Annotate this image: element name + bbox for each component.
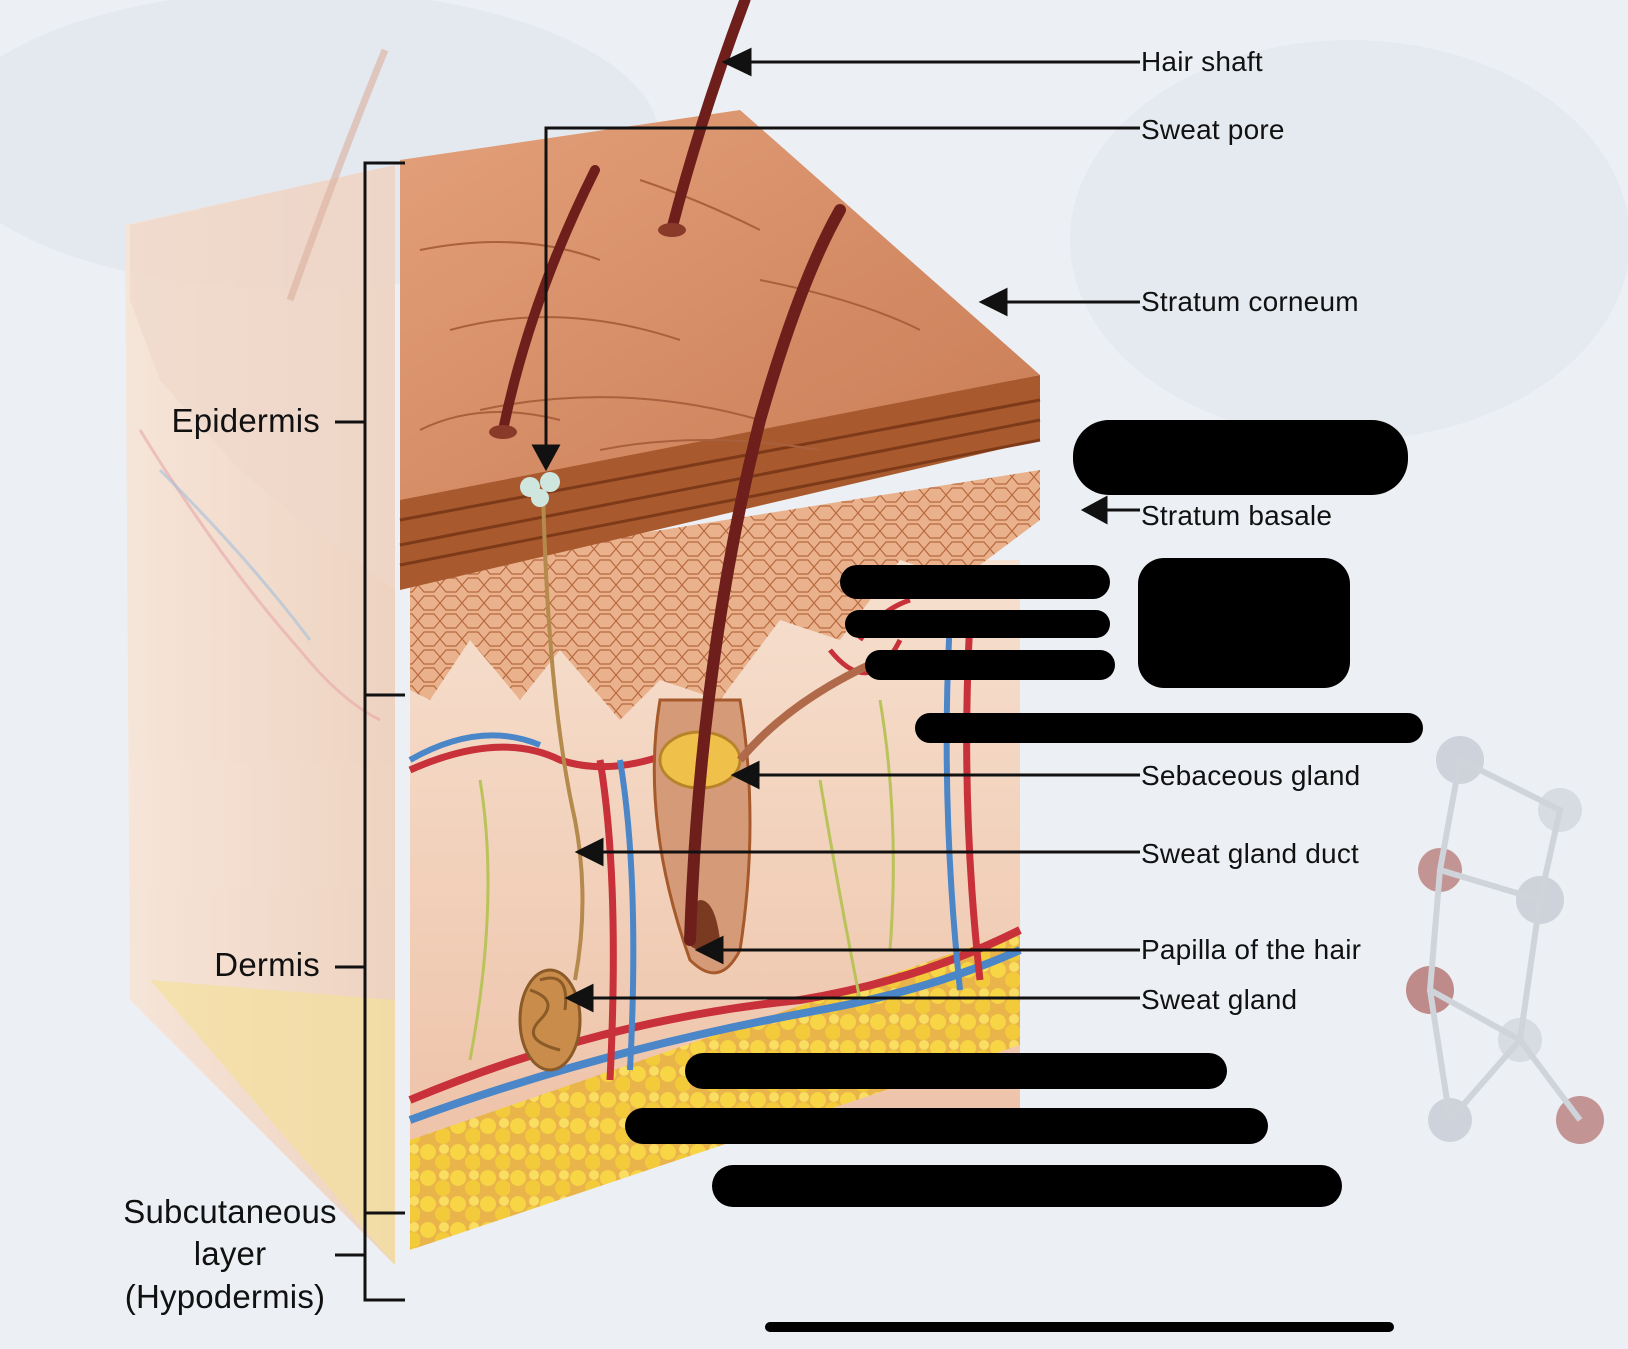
label-hair-shaft: Hair shaft xyxy=(1141,46,1263,77)
label-sweat-gland: Sweat gland xyxy=(1141,984,1298,1015)
label-sebaceous-gland: Sebaceous gland xyxy=(1141,760,1361,791)
label-subcutaneous-line-3: (Hypodermis) xyxy=(124,1278,326,1315)
redaction-marks xyxy=(625,420,1423,1332)
label-dermis: Dermis xyxy=(214,946,320,983)
label-papilla-of-the-hair: Papilla of the hair xyxy=(1141,934,1362,965)
layer-bracket xyxy=(335,161,405,1302)
label-stratum-corneum: Stratum corneum xyxy=(1141,286,1359,317)
label-sweat-pore: Sweat pore xyxy=(1141,114,1285,145)
label-epidermis: Epidermis xyxy=(171,402,320,439)
label-subcutaneous-line-2: layer xyxy=(193,1235,267,1272)
leader-lines xyxy=(531,47,1140,1013)
label-subcutaneous-line-1: Subcutaneous xyxy=(123,1193,337,1230)
label-stratum-basale: Stratum basale xyxy=(1141,500,1333,531)
label-sweat-gland-duct: Sweat gland duct xyxy=(1141,838,1360,869)
faded-skin-block-side xyxy=(125,48,395,1265)
